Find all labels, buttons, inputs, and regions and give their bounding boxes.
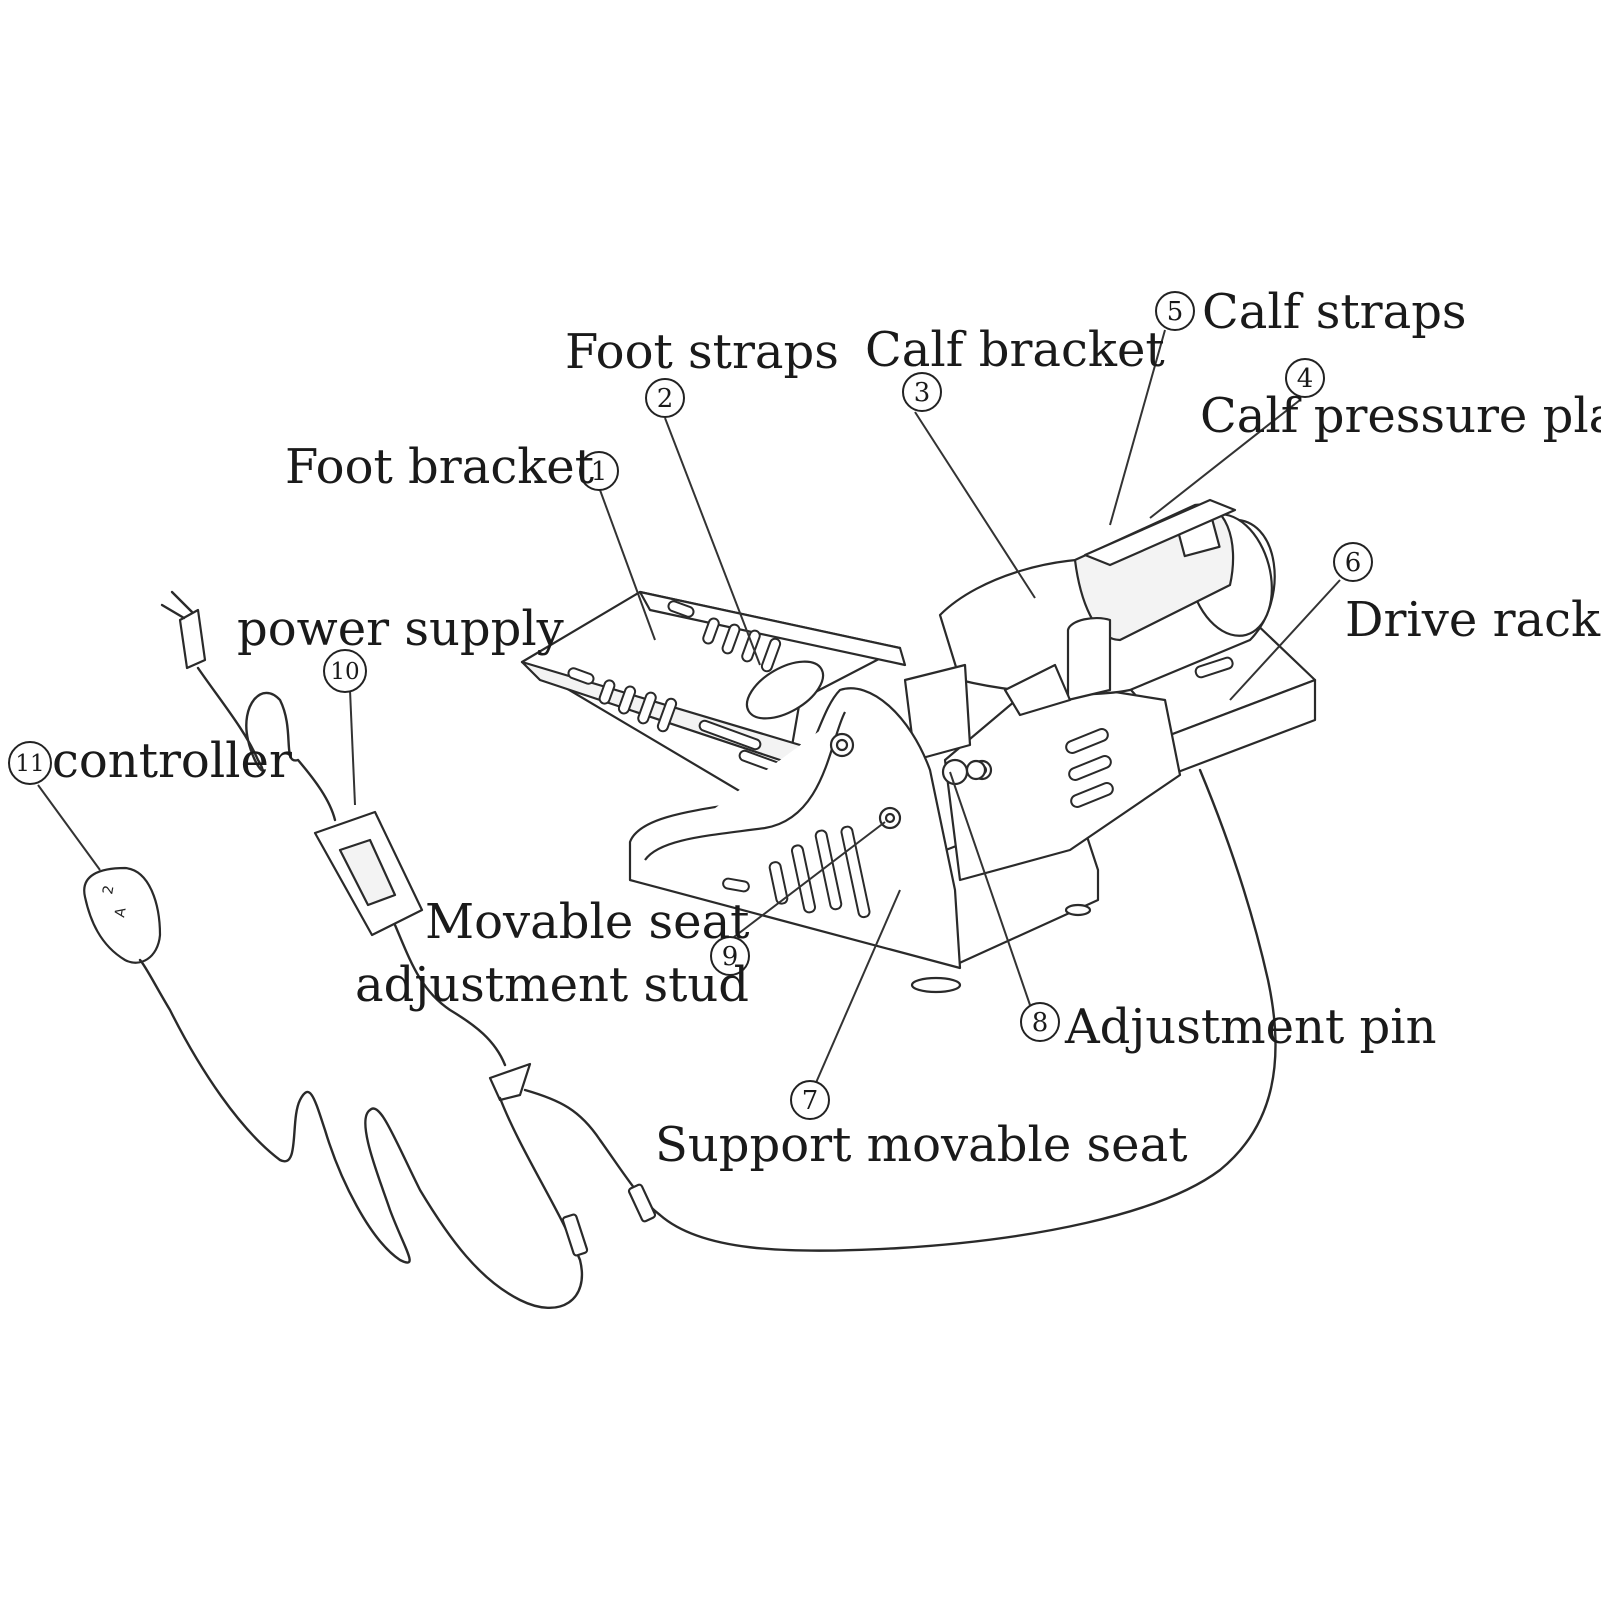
label-calf-bracket: Calf bracket	[865, 322, 1165, 378]
label-power-supply: power supply	[237, 601, 564, 657]
label-drive-rack: Drive rack	[1345, 592, 1601, 648]
callout-labels: Foot bracket Foot straps Calf bracket Ca…	[52, 284, 1601, 1173]
callout-numbers: 1 2 3 4 5 6 7 8	[8, 291, 1373, 1120]
callout-number-8: 8	[1020, 1002, 1060, 1042]
leader-7	[814, 889, 901, 1086]
callout-number-3: 3	[902, 372, 942, 412]
label-foot-straps: Foot straps	[565, 324, 839, 380]
callout-number-6: 6	[1333, 542, 1373, 582]
label-controller: controller	[52, 733, 292, 789]
rear-frame-drawing	[910, 678, 1182, 994]
foot-bracket-drawing	[520, 590, 907, 817]
callout-number-1: 1	[579, 451, 619, 491]
svg-text:10: 10	[330, 659, 359, 685]
svg-text:7: 7	[802, 1086, 819, 1116]
label-support-movable-seat: Support movable seat	[655, 1117, 1187, 1173]
callout-number-5: 5	[1155, 291, 1195, 331]
svg-text:1: 1	[591, 457, 608, 487]
callout-number-2: 2	[645, 378, 685, 418]
svg-text:A: A	[112, 906, 129, 919]
leader-3	[914, 411, 1036, 599]
cables	[138, 666, 1277, 1310]
leader-8	[949, 771, 1031, 1006]
leader-10	[349, 689, 356, 806]
callout-number-7: 7	[790, 1080, 830, 1120]
svg-text:8: 8	[1032, 1008, 1049, 1038]
svg-text:6: 6	[1345, 548, 1362, 578]
leader-lines	[37, 329, 1341, 1086]
callout-number-4: 4	[1285, 358, 1325, 398]
svg-text:5: 5	[1167, 297, 1184, 327]
leader-4	[1149, 399, 1301, 519]
leader-5	[1109, 329, 1166, 526]
calf-assembly-drawing	[903, 498, 1276, 762]
svg-text:2: 2	[657, 384, 674, 414]
support-movable-seat-drawing	[628, 687, 987, 970]
power-supply-drawing	[160, 590, 424, 937]
leader-6	[1229, 579, 1341, 701]
callout-number-11: 11	[8, 741, 52, 785]
label-foot-bracket: Foot bracket	[285, 439, 594, 495]
leader-1	[599, 489, 656, 641]
svg-text:4: 4	[1297, 364, 1314, 394]
svg-text:3: 3	[914, 378, 931, 408]
label-movable-seat-adjustment-stud-line1: Movable seat	[425, 894, 749, 950]
callout-number-10: 10	[323, 649, 367, 693]
leader-11	[37, 784, 101, 871]
device-illustration: 2 A	[83, 498, 1317, 1310]
label-calf-straps: Calf straps	[1202, 284, 1467, 340]
svg-text:2: 2	[100, 884, 117, 896]
svg-text:9: 9	[722, 942, 739, 972]
callout-number-9: 9	[710, 936, 750, 976]
hand-controller-drawing: 2 A	[83, 866, 162, 964]
label-movable-seat-adjustment-stud-line2: adjustment stud	[355, 957, 749, 1013]
label-calf-pressure-plate: Calf pressure plate	[1200, 388, 1601, 444]
leader-2	[664, 417, 761, 666]
svg-text:11: 11	[15, 751, 44, 777]
leader-9	[729, 821, 886, 941]
label-adjustment-pin: Adjustment pin	[1064, 999, 1436, 1055]
